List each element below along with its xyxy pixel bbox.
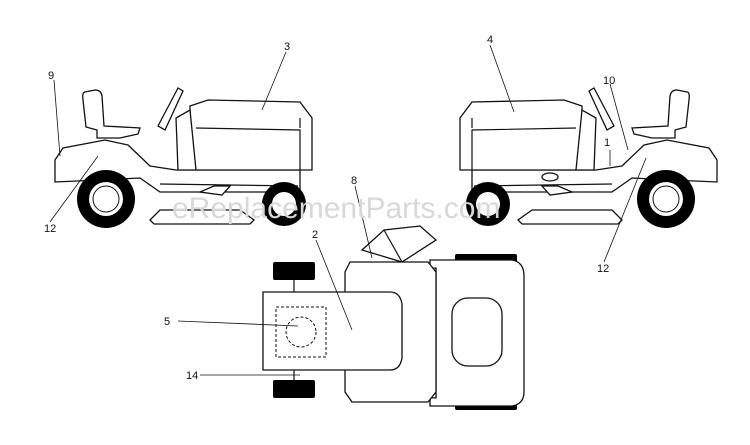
callout-12-right: 12 [597,263,609,275]
mower-right-side-view [459,87,718,228]
callout-4: 4 [487,34,493,46]
callout-12-left: 12 [44,223,56,235]
callout-8: 8 [351,175,357,187]
callout-5: 5 [164,316,170,328]
callout-14: 14 [186,370,198,382]
watermark-text: eReplacementParts.com [172,192,500,225]
callout-3: 3 [284,41,290,53]
callout-1: 1 [604,137,610,149]
callout-2: 2 [312,229,318,241]
leader-lines [49,44,647,376]
callout-10: 10 [603,75,615,87]
callout-9: 9 [48,70,54,82]
mower-top-view [262,225,525,410]
mower-left-side-view [54,87,313,228]
